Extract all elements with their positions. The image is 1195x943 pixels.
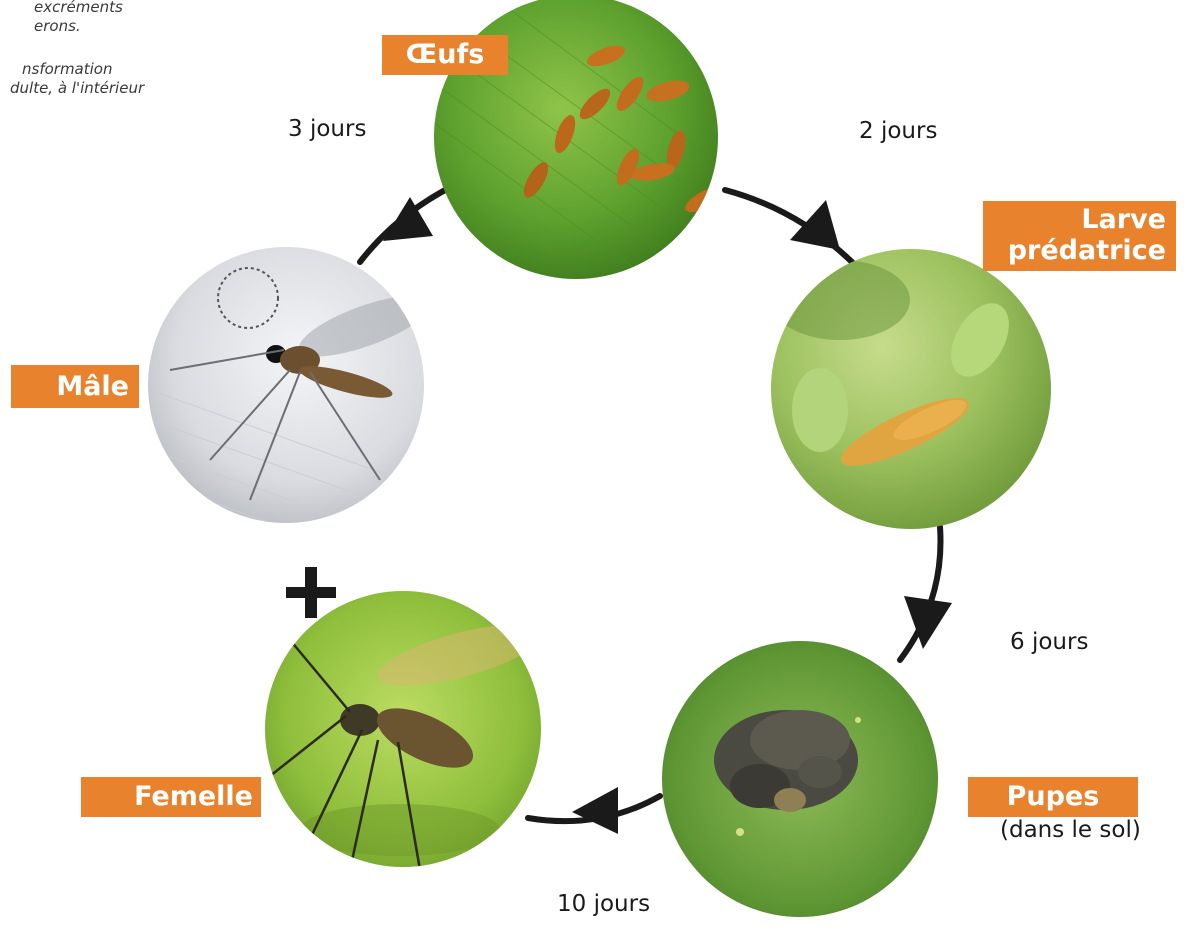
side-note-1-line-1: excréments bbox=[34, 0, 123, 17]
duration-pupae-to-female: 10 jours bbox=[557, 891, 650, 917]
stage-label-male: Mâle bbox=[11, 365, 139, 408]
plus-icon bbox=[286, 567, 336, 618]
stage-label-pupae: Pupes bbox=[968, 777, 1138, 817]
duration-male-to-eggs: 3 jours bbox=[288, 116, 366, 142]
predatory-larva-photo bbox=[770, 249, 1051, 529]
pupae-photo bbox=[662, 641, 938, 917]
side-note-2-line-2: dulte, à l'intérieur bbox=[10, 79, 144, 98]
female-midge-photo bbox=[265, 591, 548, 870]
duration-eggs-to-larva: 2 jours bbox=[859, 118, 937, 144]
pupae-location-note: (dans le sol) bbox=[1000, 817, 1141, 843]
male-midge-photo bbox=[148, 247, 438, 580]
side-note-1: excréments erons. bbox=[34, 0, 123, 36]
duration-larva-to-pupae: 6 jours bbox=[1010, 629, 1088, 655]
side-note-2: nsformation dulte, à l'intérieur bbox=[0, 60, 144, 98]
stage-label-female: Femelle bbox=[81, 777, 261, 817]
stage-label-larva: Larve prédatrice bbox=[983, 201, 1176, 271]
side-note-2-line-1: nsformation bbox=[22, 60, 144, 79]
stage-label-eggs: Œufs bbox=[382, 35, 508, 75]
side-note-1-line-2: erons. bbox=[34, 17, 123, 36]
